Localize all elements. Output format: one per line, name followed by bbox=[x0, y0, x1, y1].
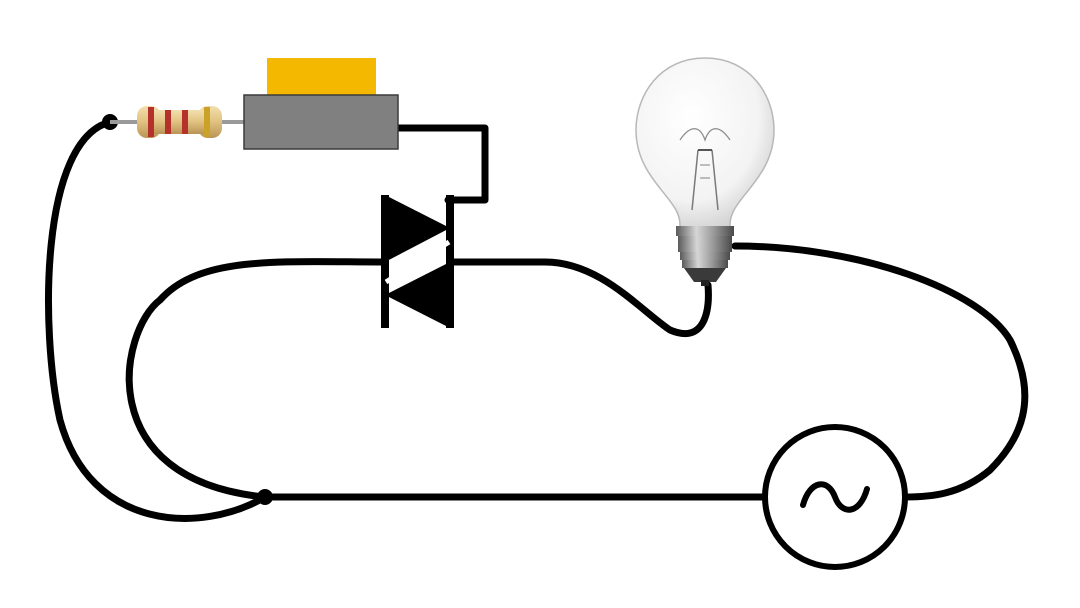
ac-sine-symbol bbox=[800, 481, 870, 513]
bulb-glass bbox=[635, 57, 775, 229]
wires bbox=[45, 118, 1029, 522]
resistor-band-4 bbox=[204, 107, 210, 137]
wire-module-to-triac-gate bbox=[394, 124, 489, 204]
module-button bbox=[267, 58, 376, 96]
wire-resistor-to-bottom-node bbox=[45, 118, 269, 522]
ac-source-icon bbox=[762, 424, 908, 570]
resistor-band-3 bbox=[182, 110, 188, 134]
resistor-icon bbox=[110, 106, 244, 138]
resistor-band-2 bbox=[165, 110, 171, 134]
light-bulb-icon bbox=[635, 57, 775, 286]
module-body bbox=[243, 94, 399, 150]
resistor-band-1 bbox=[148, 107, 154, 137]
wire-lamp-to-ac-source bbox=[731, 242, 1029, 501]
wire-triac-to-lamp bbox=[446, 258, 712, 337]
triac-icon bbox=[381, 195, 454, 328]
junction-node-bottom bbox=[257, 489, 273, 505]
wire-bottom-node-to-triac bbox=[125, 258, 389, 501]
switch-module-icon bbox=[243, 58, 399, 150]
bulb-base bbox=[676, 226, 734, 286]
